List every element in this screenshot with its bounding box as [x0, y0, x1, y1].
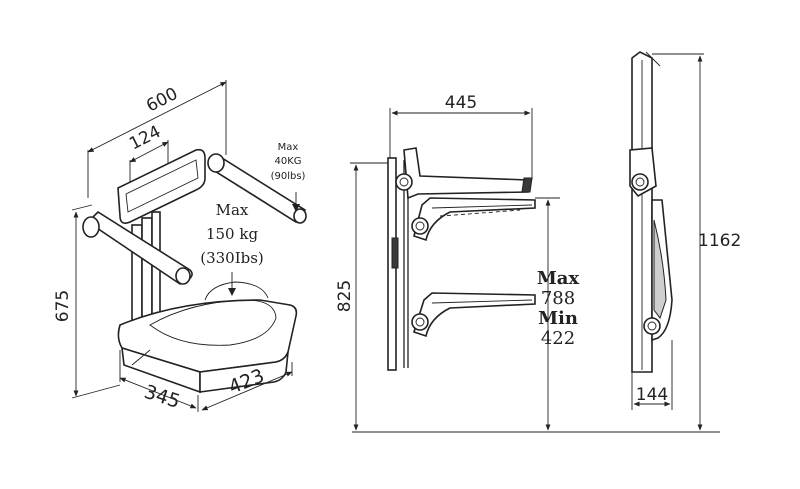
seat-support: [131, 349, 151, 366]
front-seat-shade: [653, 219, 667, 320]
seat-load-line1: Max: [216, 201, 249, 219]
dim-675: 675: [53, 204, 121, 399]
range-min-value: 422: [541, 328, 575, 349]
seat-max-pivot: [411, 217, 429, 235]
seat-side-min-top: [431, 299, 533, 304]
seat-side-max-top: [431, 204, 533, 209]
range-max-label: Max: [537, 268, 580, 289]
seat-load-line3: (330Ibs): [200, 249, 264, 267]
front-seat-pivot-inner: [647, 321, 657, 331]
dim-1162: 1162: [652, 53, 741, 431]
range-max-value: 788: [541, 288, 575, 309]
seat-side-max: [413, 197, 536, 242]
seat-load-line2: 150 kg: [206, 225, 258, 243]
seat-min-pivot-inner: [415, 317, 425, 327]
wall-plate-mount: [391, 237, 399, 269]
dim-144-label: 144: [636, 385, 668, 405]
seat-cutout: [149, 299, 277, 346]
armrest-left-hinge: [82, 216, 100, 238]
dim-124-label: 124: [126, 122, 164, 155]
isometric-view: 600 124 675 M: [53, 80, 307, 413]
dim-445-label: 445: [445, 93, 477, 113]
seat-handle: [204, 281, 269, 301]
armrest-left-tip: [175, 267, 191, 285]
seat-max-pivot-inner: [415, 221, 425, 231]
armrest-side: [403, 147, 529, 200]
rail-top-edge: [645, 51, 661, 67]
dim-825: 825: [335, 162, 388, 431]
armrest-pivot-inner: [399, 177, 409, 187]
seat-load-arrow: [228, 288, 236, 296]
front-armrest-pivot-inner: [635, 177, 645, 187]
dim-345-label: 345: [141, 381, 182, 413]
dim-1162-label: 1162: [698, 231, 741, 251]
dim-825-label: 825: [335, 280, 355, 312]
backrest-pad: [125, 159, 199, 213]
front-view: 1162 144: [629, 51, 741, 431]
dim-600-label: 600: [143, 84, 181, 117]
dim-675-label: 675: [53, 290, 73, 322]
armrest-pivot: [395, 173, 413, 191]
side-view: 445 Max 788 Min 422 82: [335, 93, 720, 433]
front-armrest-pivot: [631, 173, 649, 191]
seat-side-max-dash: [439, 209, 521, 217]
seat-min-pivot: [411, 313, 429, 331]
armrest-load-line3: (90lbs): [271, 171, 306, 182]
dim-445: 445: [389, 93, 533, 180]
armrest-load-line1: Max: [278, 142, 299, 153]
armrest-tip-side: [521, 177, 533, 193]
seat-side-min: [413, 292, 536, 338]
armrest-right-hinge: [207, 153, 225, 173]
armrest-load-line2: 40KG: [274, 156, 301, 167]
range-min-label: Min: [538, 308, 578, 329]
armrest-right-tip: [293, 208, 307, 224]
dim-144: 144: [631, 340, 673, 410]
armrest-load-arrow: [292, 204, 300, 212]
front-seat-pivot: [643, 317, 661, 335]
backrest: [117, 148, 206, 224]
